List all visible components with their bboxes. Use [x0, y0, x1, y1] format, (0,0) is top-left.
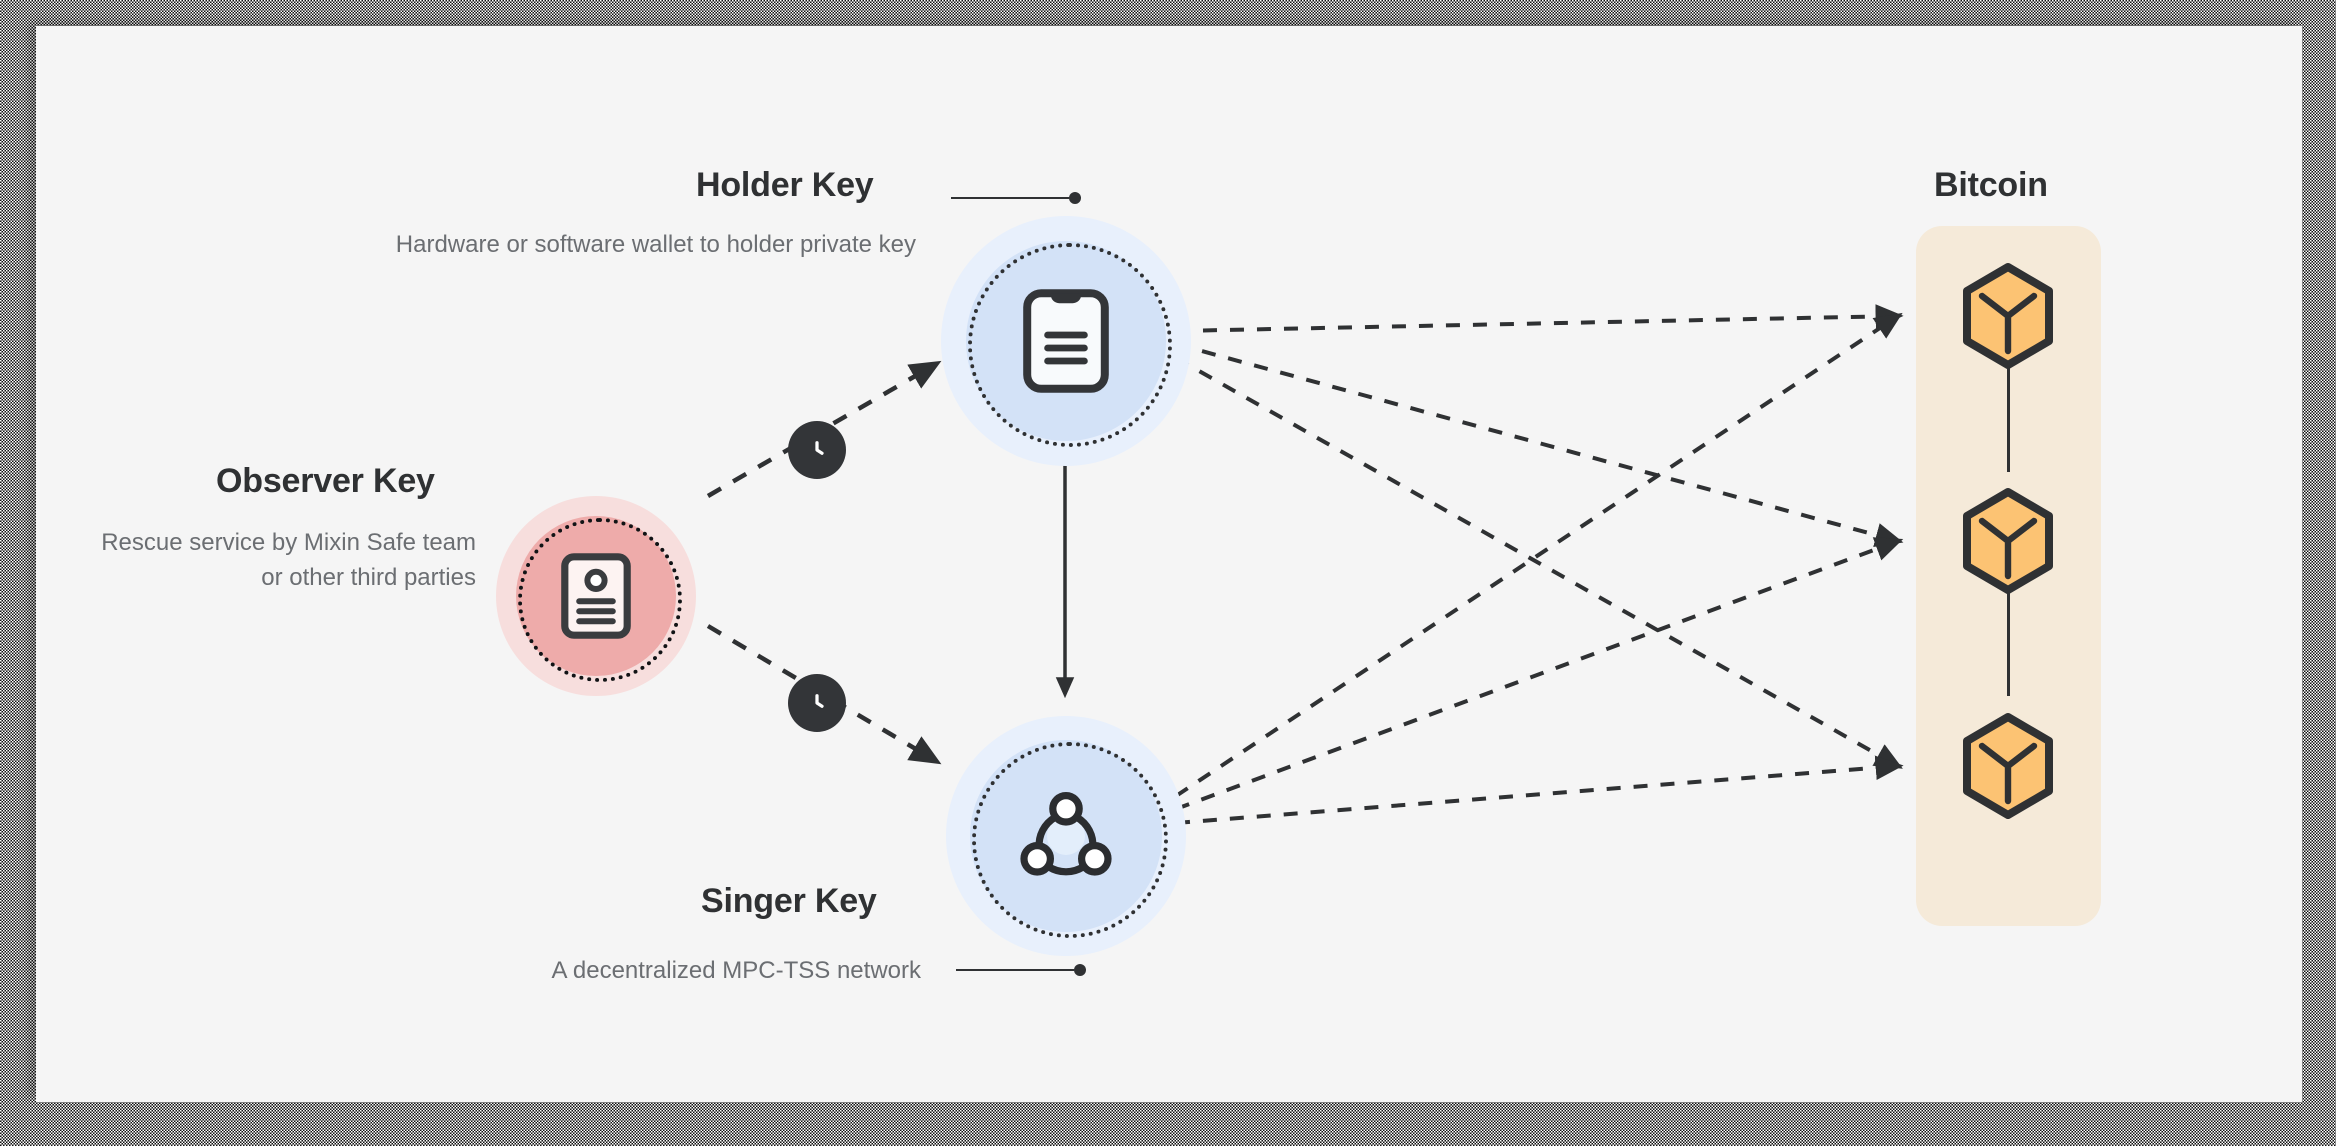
holder-key-dotted-ring: [968, 243, 1172, 447]
holder-key-title: Holder Key: [696, 166, 874, 204]
bitcoin-chain-link-2: [2007, 578, 2010, 696]
bitcoin-chain-link-1: [2007, 354, 2010, 472]
cube-block-icon: [1963, 713, 2053, 819]
singer-key-title: Singer Key: [701, 882, 877, 920]
cube-block-icon: [1963, 263, 2053, 369]
mpc-network-icon: [1014, 784, 1118, 888]
id-card-icon: [560, 552, 632, 640]
edge-holder-to-block-3: [1175, 356, 1903, 769]
cube-block-icon: [1963, 488, 2053, 594]
edge-singer-to-block-2: [1175, 537, 1904, 811]
clock-icon-observer-singer: [788, 674, 846, 732]
singer-key-dotted-ring: [972, 742, 1168, 938]
observer-key-title: Observer Key: [216, 462, 435, 500]
observer-key-dotted-ring: [518, 518, 682, 682]
bitcoin-title: Bitcoin: [1934, 166, 2048, 204]
diagram-surface: Holder Key Hardware or software wallet t…: [36, 26, 2302, 1102]
edge-singer-to-block-1: [1174, 312, 1903, 798]
observer-key-description: Rescue service by Mixin Safe team or oth…: [101, 529, 476, 591]
singer-key-leader-line: [956, 964, 1086, 976]
bitcoin-block-2[interactable]: [1957, 486, 2059, 596]
singer-key-description: A decentralized MPC-TSS network: [551, 957, 921, 984]
bitcoin-block-3[interactable]: [1957, 711, 2059, 821]
observer-key-node[interactable]: [496, 496, 696, 696]
clock-icon-observer-holder: [788, 421, 846, 479]
bitcoin-block-1[interactable]: [1957, 261, 2059, 371]
singer-key-node[interactable]: [946, 716, 1186, 956]
edge-holder-to-block-1: [1175, 304, 1904, 333]
edge-holder-to-block-2: [1175, 342, 1904, 547]
clock-icon: [815, 694, 824, 708]
holder-key-description: Hardware or software wallet to holder pr…: [395, 231, 916, 258]
holder-key-leader-line: [951, 192, 1081, 204]
holder-key-node[interactable]: [941, 216, 1191, 466]
bitcoin-chain-panel: [1916, 226, 2101, 926]
clock-icon: [815, 441, 824, 455]
edge-singer-to-block-3: [1175, 755, 1904, 825]
mobile-phone-icon: [1022, 288, 1110, 394]
